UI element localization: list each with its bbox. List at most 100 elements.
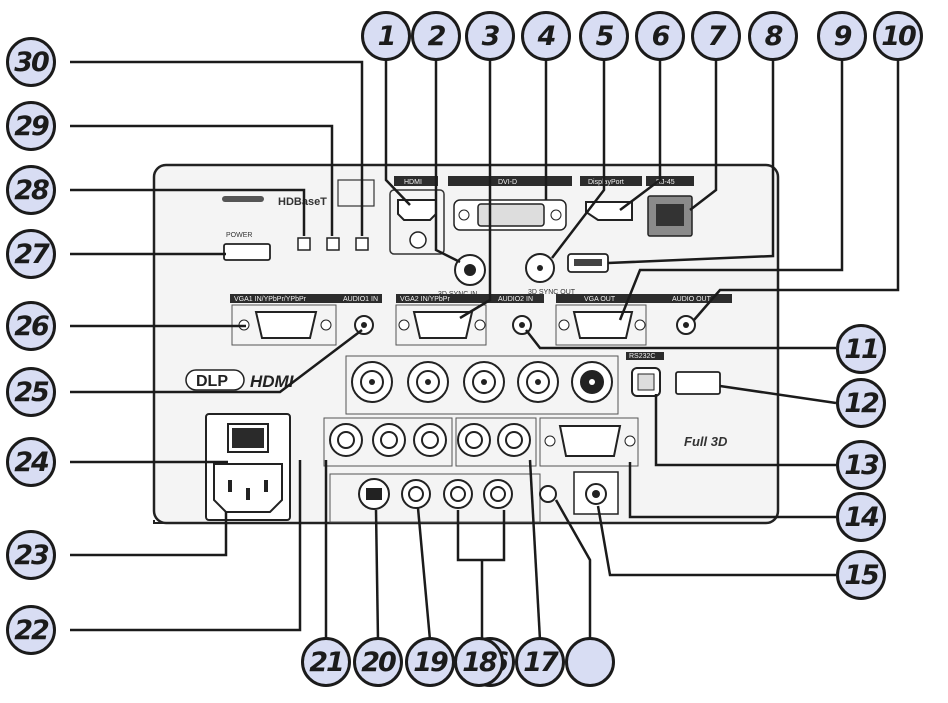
callout-8: 8 xyxy=(748,11,798,61)
callout-9: 9 xyxy=(817,11,867,61)
vga1-port xyxy=(254,311,318,339)
bnc-row-frame xyxy=(345,355,619,415)
callout-25: 25 xyxy=(6,367,56,417)
usb-port-tongue xyxy=(574,259,602,266)
rca-pair-frame xyxy=(455,417,537,467)
dvid-port xyxy=(477,203,545,227)
hdmi-port-frame xyxy=(389,189,445,255)
leader-29 xyxy=(70,124,334,236)
vgaout-panel-label: VGA OUT xyxy=(584,296,616,303)
audio2-jack-core xyxy=(519,322,525,328)
svideo-key xyxy=(366,488,382,500)
lan-badge xyxy=(337,179,375,207)
callout-11: 11 xyxy=(836,324,886,374)
vga1-panel-label: VGA1 IN/YPbPr/YPbPr xyxy=(234,296,307,303)
displayport-panel-label: DisplayPort xyxy=(588,179,624,186)
dvid-label-bar xyxy=(448,176,572,186)
leader-16 xyxy=(554,499,592,640)
rs232-panel-label: RS232C xyxy=(629,353,655,360)
leader-13 xyxy=(654,394,836,467)
callout-4: 4 xyxy=(521,11,571,61)
vgaout-label-bar xyxy=(556,294,646,303)
hdbaset-logo: HDBaseT xyxy=(278,196,327,208)
callout-27: 27 xyxy=(6,229,56,279)
leader-9 xyxy=(618,60,844,321)
led-29 xyxy=(326,237,340,251)
audioout-label-bar xyxy=(646,294,732,303)
leader-23 xyxy=(70,512,228,557)
ac-pin-center xyxy=(246,488,250,500)
vgaout-screw-left xyxy=(558,319,570,331)
audioout-panel-label: AUDIO OUT xyxy=(672,296,712,303)
rca-pb-inner xyxy=(380,431,398,449)
callout-1: 1 xyxy=(361,11,411,61)
audio3-l-port-inner xyxy=(450,486,466,502)
panel-lower-ledge xyxy=(153,520,310,524)
ac-pin-right xyxy=(264,480,268,492)
vga2-label-bar xyxy=(396,294,486,303)
panel-body xyxy=(152,163,780,525)
vgaout-screw-right xyxy=(634,319,646,331)
leader-6 xyxy=(619,60,662,211)
audioout-jack-core xyxy=(683,322,689,328)
leader-22 xyxy=(70,460,302,632)
leader-14 xyxy=(628,462,836,519)
leader-10 xyxy=(693,60,900,321)
vgaout-port xyxy=(572,311,634,339)
hdmi-logo: HDMI xyxy=(250,372,295,391)
leader-30 xyxy=(70,60,364,236)
rca-triple-frame xyxy=(323,417,453,467)
3d-sync-out-pin xyxy=(537,265,543,271)
leader-3 xyxy=(459,60,492,320)
dc-out-pin xyxy=(592,490,600,498)
rca-y-inner xyxy=(337,431,355,449)
vga2-port xyxy=(412,311,474,339)
callout-19: 19 xyxy=(405,637,455,687)
db9-port xyxy=(558,425,622,457)
leader-17 xyxy=(528,459,542,641)
callout-15: 15 xyxy=(836,550,886,600)
leader-12 xyxy=(719,384,837,405)
rs232-label-bar xyxy=(626,352,664,360)
hdmi-port xyxy=(397,199,437,221)
full3d-logo: Full 3D xyxy=(684,434,728,449)
rs232-port-inner xyxy=(637,373,655,391)
callout-28: 28 xyxy=(6,165,56,215)
leader-2 xyxy=(434,60,461,264)
vgaout-frame xyxy=(555,304,647,346)
callout-26: 26 xyxy=(6,301,56,351)
crestron-badge xyxy=(222,196,264,202)
leader-lines xyxy=(70,60,900,641)
audio1-jack-core xyxy=(361,322,367,328)
hdmi-panel-label: HDMI xyxy=(404,179,422,186)
rj45-panel-label: RJ-45 xyxy=(656,179,675,186)
callout-22: 22 xyxy=(6,605,56,655)
bnc-g-pin xyxy=(425,379,431,385)
vga1-screw-right xyxy=(320,319,332,331)
hdmi-screw xyxy=(409,231,427,249)
rca-pr-inner xyxy=(421,431,439,449)
bnc-h-pin xyxy=(535,379,541,385)
rca-component-group xyxy=(329,423,447,457)
dlp-logo: DLP xyxy=(196,373,228,390)
leader-1 xyxy=(384,60,411,206)
callout-5: 5 xyxy=(579,11,629,61)
callout-18: 18 xyxy=(454,637,504,687)
rca-audio-l-inner xyxy=(465,431,483,449)
vga2-screw-left xyxy=(398,319,410,331)
mic-jack xyxy=(539,485,557,503)
callout-14: 14 xyxy=(836,492,886,542)
vga2-panel-label: VGA2 IN/YPbPr xyxy=(400,296,450,303)
db9-screw-right xyxy=(624,435,636,447)
callout-24: 24 xyxy=(6,437,56,487)
bnc-group xyxy=(351,361,613,403)
dvid-panel-label: DVI-D xyxy=(498,179,517,186)
rca-audio-r-inner xyxy=(505,431,523,449)
dc-out-frame xyxy=(573,471,619,515)
ir-receiver xyxy=(675,371,721,395)
callout-blank xyxy=(565,637,615,687)
displayport-label-bar xyxy=(580,176,642,186)
callout-20: 20 xyxy=(353,637,403,687)
